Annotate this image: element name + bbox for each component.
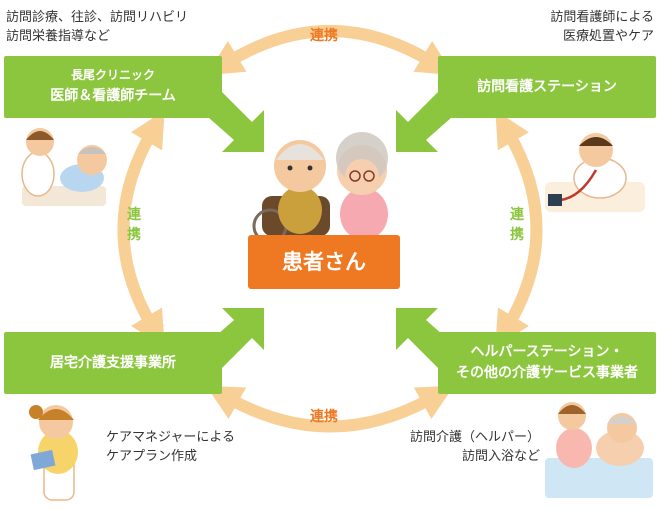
care-support-box: 居宅介護支援事業所 bbox=[4, 332, 222, 394]
nursing-station-label: 訪問看護ステーション bbox=[477, 79, 617, 95]
clinic-services-note: 訪問診療、往診、訪問リハビリ 訪問栄養指導など bbox=[6, 8, 188, 46]
left-link-arrow bbox=[117, 110, 165, 348]
patient-label: 患者さん bbox=[282, 250, 366, 274]
bottom-link-label: 連携 bbox=[310, 409, 338, 425]
left-link-label: 連 携 bbox=[126, 205, 142, 245]
right-link-char-1: 連 bbox=[510, 207, 524, 223]
nursing-services-line1: 訪問看護師による bbox=[550, 10, 654, 25]
clinic-services-line2: 訪問栄養指導など bbox=[6, 29, 111, 44]
care-support-label: 居宅介護支援事業所 bbox=[50, 355, 176, 371]
nursing-services-note: 訪問看護師による 医療処置やケア bbox=[550, 8, 654, 46]
nursing-services-line2: 医療処置やケア bbox=[562, 29, 654, 44]
helper-station-line2: その他の介護サービス事業者 bbox=[456, 365, 638, 381]
nursing-station-box: 訪問看護ステーション bbox=[438, 56, 656, 118]
clinic-services-line1: 訪問診療、往診、訪問リハビリ bbox=[6, 10, 189, 25]
helper-services-line2: 訪問入浴など bbox=[461, 449, 540, 464]
right-link-label: 連 携 bbox=[509, 205, 525, 245]
left-link-char-2: 携 bbox=[127, 227, 141, 243]
care-manager-note: ケアマネジャーによる ケアプラン作成 bbox=[106, 428, 235, 466]
right-link-char-2: 携 bbox=[510, 227, 524, 243]
top-link-arrow bbox=[206, 25, 454, 76]
helper-station-box: ヘルパーステーション・ その他の介護サービス事業者 bbox=[438, 332, 656, 394]
helper-services-note: 訪問介護（ヘルパー） 訪問入浴など bbox=[410, 428, 540, 466]
bathing-care-illustration bbox=[545, 402, 653, 498]
helper-services-line1: 訪問介護（ヘルパー） bbox=[409, 430, 540, 445]
right-link-arrow bbox=[495, 110, 543, 348]
left-link-char-1: 連 bbox=[127, 207, 141, 223]
top-link-label: 連携 bbox=[310, 28, 338, 44]
elderly-couple-illustration bbox=[252, 132, 388, 244]
care-manager-illustration bbox=[29, 405, 78, 501]
clinic-box: 長尾クリニック 医師＆看護師チーム bbox=[4, 56, 222, 118]
doctor-patient-illustration bbox=[21, 128, 107, 206]
care-manager-line2: ケアプラン作成 bbox=[106, 449, 198, 464]
clinic-team: 医師＆看護師チーム bbox=[50, 88, 176, 104]
clinic-name: 長尾クリニック bbox=[70, 68, 155, 82]
nurse-illustration bbox=[545, 133, 645, 212]
bottom-link-arrow bbox=[205, 385, 455, 433]
helper-station-line1: ヘルパーステーション・ bbox=[470, 344, 624, 360]
care-manager-line1: ケアマネジャーによる bbox=[106, 430, 235, 445]
patient-box: 患者さん bbox=[248, 235, 400, 289]
